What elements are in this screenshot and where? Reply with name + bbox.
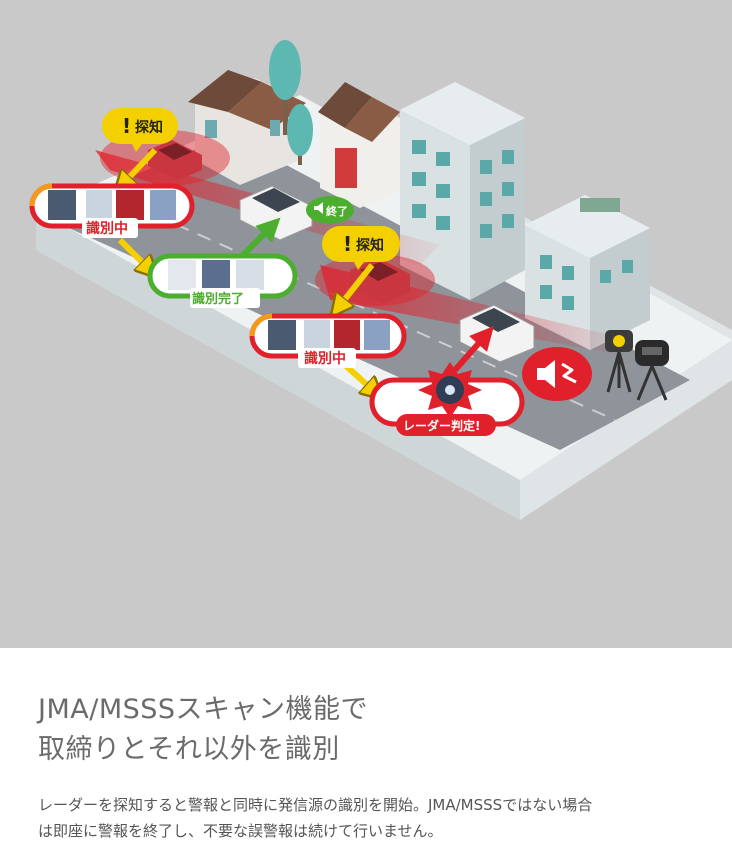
scan-diagram: ! 探知 識別中 終了 識別完了 ! 探知	[29, 40, 732, 520]
scan-label-2: 識別中	[304, 350, 346, 367]
identify-complete-capsule: 識別完了	[147, 253, 298, 308]
end-label: 終了	[326, 204, 348, 218]
arrow-scan2-to-radar	[342, 362, 375, 392]
heading-line-2: 取締りとそれ以外を識別	[38, 734, 340, 765]
arrow-radar-to-car	[452, 326, 494, 372]
exclamation-icon-2: !	[343, 232, 352, 256]
arrow-detect2-to-scan	[338, 263, 375, 308]
speaker-icon-small	[314, 202, 323, 214]
speaker-alarm-badge	[522, 347, 592, 401]
description-line-2: は即座に警報を終了し、不要な誤警報は続けて行いません。	[38, 822, 443, 840]
speaker-icon	[537, 360, 555, 388]
feature-description: レーダーを探知すると警報と同時に発信源の識別を開始。JMA/MSSSではない場合…	[38, 792, 698, 844]
description-line-1: レーダーを探知すると警報と同時に発信源の識別を開始。JMA/MSSSではない場合	[38, 796, 593, 814]
arrow-complete-to-car	[237, 217, 281, 261]
detect-bubble-1: ! 探知	[102, 108, 178, 152]
feature-heading: JMA/MSSSスキャン機能で 取締りとそれ以外を識別	[38, 690, 698, 770]
scan-label-1: 識別中	[86, 220, 128, 237]
arrow-scan1-to-complete	[117, 237, 150, 270]
car-red-1	[148, 140, 202, 180]
house-right	[318, 82, 400, 208]
scan-capsule-2: 識別中	[249, 313, 407, 368]
detect-bubble-2: ! 探知	[322, 226, 400, 270]
detect-label-2: 探知	[356, 237, 384, 254]
radar-judgement-label: レーダー判定!	[403, 418, 480, 433]
exclamation-icon: !	[122, 114, 131, 138]
identify-complete-label: 識別完了	[192, 291, 244, 307]
tree	[269, 40, 313, 165]
heading-line-1: JMA/MSSSスキャン機能で	[38, 694, 369, 725]
end-badge: 終了	[306, 196, 354, 224]
small-building	[525, 195, 650, 350]
scan-capsule-1: 識別中	[29, 183, 195, 238]
illustration-panel: ! 探知 識別中 終了 識別完了 ! 探知	[0, 0, 732, 648]
detect-label-1: 探知	[135, 119, 163, 136]
radar-tripod-left	[605, 330, 633, 393]
feature-text-block: JMA/MSSSスキャン機能で 取締りとそれ以外を識別 レーダーを探知すると警報…	[38, 690, 698, 844]
radar-judgement-capsule: レーダー判定!	[369, 362, 525, 436]
arrow-detect1-to-scan	[122, 147, 158, 185]
sound-wave-icon	[561, 362, 577, 384]
radar-tripod-right	[635, 340, 669, 401]
